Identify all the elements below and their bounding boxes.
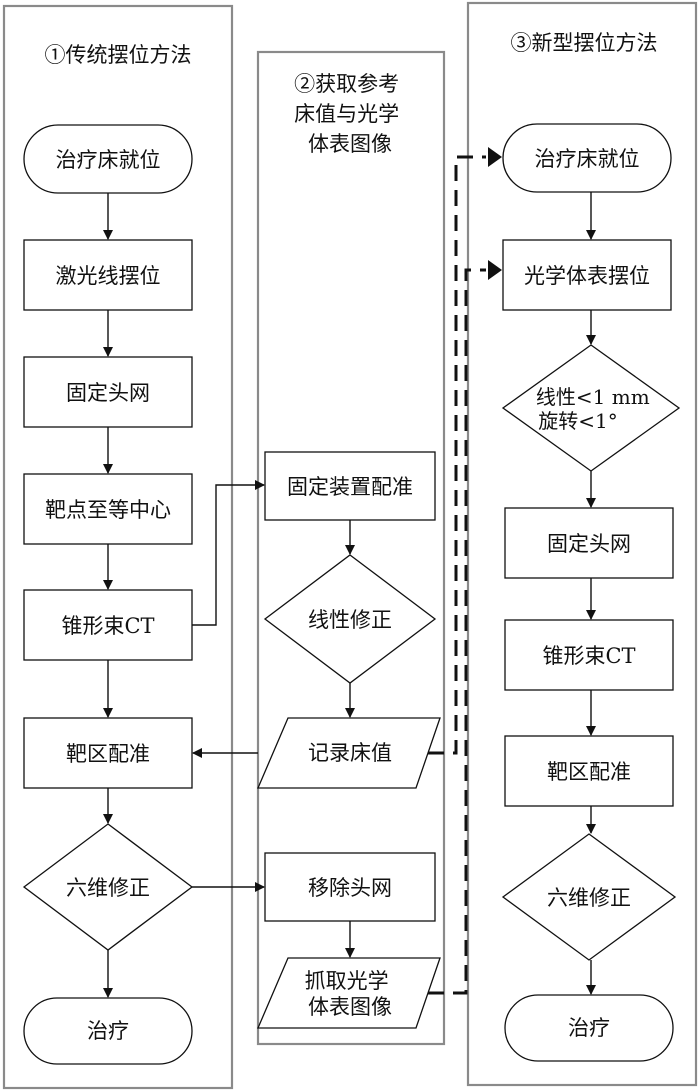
ref-fixture-registration-node xyxy=(264,451,436,521)
new-registration-label: 靶区配准 xyxy=(547,760,631,784)
new-mask-node xyxy=(504,507,674,579)
traditional-column-frame xyxy=(2,4,234,1090)
ref-capture-line-2: 体表图像 xyxy=(308,995,392,1019)
trad-target-point-node xyxy=(23,473,193,545)
ref-capture-line-1: 抓取光学 xyxy=(305,969,389,993)
new-check-line-1: 线性<1 mm xyxy=(536,385,650,409)
traditional-column-title: ①传统摆位方法 xyxy=(45,43,192,67)
trad-mask-label: 固定头网 xyxy=(66,381,150,405)
ref-capture-label: 抓取光学 体表图像 xyxy=(305,969,396,1019)
new-end-node xyxy=(504,994,674,1062)
capture-to-sgrt-arrowhead xyxy=(488,260,502,280)
trad-cbct-node xyxy=(23,589,193,661)
trad-cbct-label: 锥形束CT xyxy=(61,614,154,638)
reference-title-line-2: 床值与光学 xyxy=(294,102,399,126)
ref-record-couch-node xyxy=(257,717,441,789)
new-column-title: ③新型摆位方法 xyxy=(511,31,658,55)
record-to-new-start-arrowhead xyxy=(488,147,502,167)
new-end-label: 治疗 xyxy=(568,1016,610,1040)
cbct-to-fixture-connector xyxy=(192,480,265,626)
ref-capture-node xyxy=(257,957,441,1029)
record-to-new-start-dashed xyxy=(428,155,486,755)
ref-record-couch-label: 记录床值 xyxy=(308,741,392,765)
ref-remove-mask-label: 移除头网 xyxy=(308,876,392,900)
trad-six-dof-label: 六维修正 xyxy=(66,876,150,900)
trad-laser-label: 激光线摆位 xyxy=(56,264,161,288)
reference-title-line-3: 体表图像 xyxy=(308,132,392,156)
trad-mask-node xyxy=(23,356,193,428)
new-registration-node xyxy=(504,735,674,807)
trad-start-label: 治疗床就位 xyxy=(56,148,161,172)
ref-remove-mask-node xyxy=(264,852,436,922)
trad-registration-node xyxy=(23,717,193,789)
ref-linear-correction-label: 线性修正 xyxy=(308,608,392,632)
reference-title-line-1: ②获取参考 xyxy=(294,72,399,96)
new-six-dof-node xyxy=(501,833,677,961)
reference-column-frame xyxy=(256,50,446,1046)
trad-registration-label: 靶区配准 xyxy=(66,742,150,766)
new-start-label: 治疗床就位 xyxy=(535,147,640,171)
new-column-frame xyxy=(466,1,698,1087)
trad-end-node xyxy=(23,997,193,1065)
new-sgrt-node xyxy=(502,239,672,311)
new-check-line-2: 旋转<1° xyxy=(538,409,617,433)
new-cbct-label: 锥形束CT xyxy=(542,644,635,668)
new-mask-label: 固定头网 xyxy=(547,532,631,556)
new-start-node xyxy=(502,123,672,193)
trad-target-point-label: 靶点至等中心 xyxy=(45,498,171,522)
ref-fixture-registration-label: 固定装置配准 xyxy=(287,475,413,499)
new-six-dof-label: 六维修正 xyxy=(547,886,631,910)
new-sgrt-label: 光学体表摆位 xyxy=(524,264,650,288)
new-cbct-node xyxy=(504,619,674,691)
trad-end-label: 治疗 xyxy=(87,1019,129,1043)
reference-column-title: ②获取参考 床值与光学 体表图像 xyxy=(294,72,406,156)
new-check-label: 线性<1 mm 旋转<1° xyxy=(536,385,656,433)
